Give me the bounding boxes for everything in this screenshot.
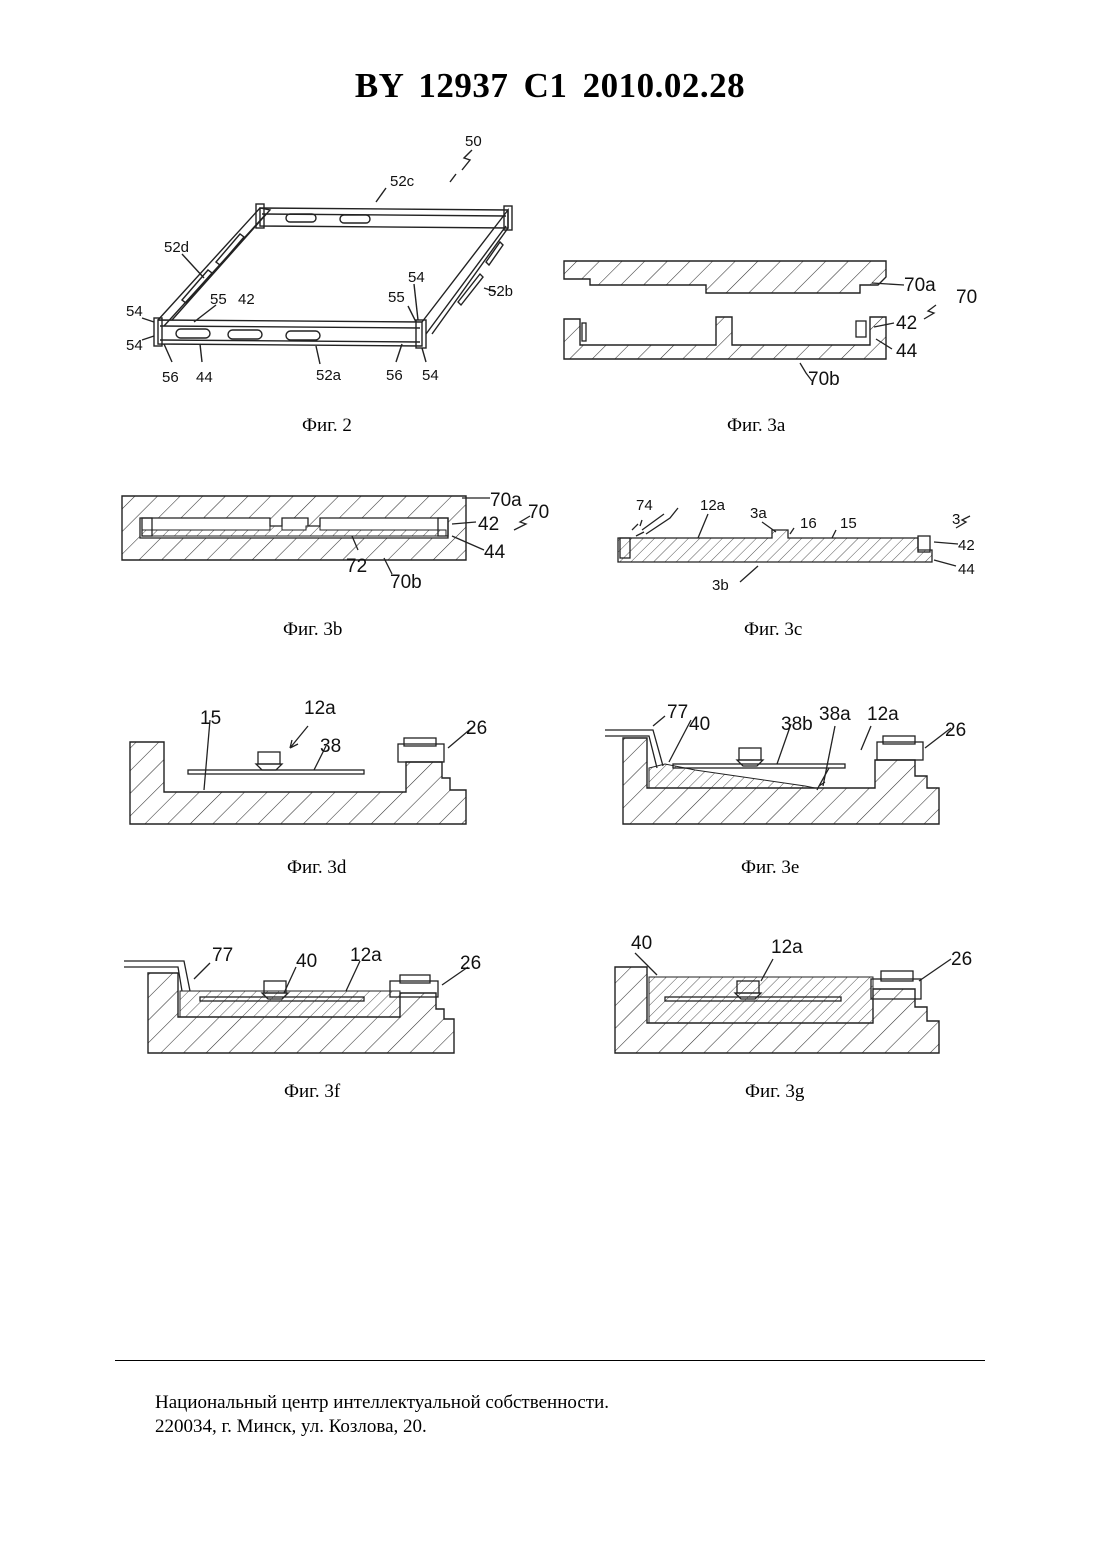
- fig3a-label-70: 70: [956, 287, 977, 308]
- fig3c-label-3a: 3a: [750, 505, 767, 522]
- fig2-label-54: 54: [408, 269, 425, 286]
- fig3e-label-26: 26: [945, 720, 966, 741]
- figure-3c-caption: Фиг. 3c: [744, 619, 802, 641]
- fig3e-label-38a: 38a: [819, 704, 851, 725]
- footer-line-2: 220034, г. Минск, ул. Козлова, 20.: [155, 1415, 609, 1439]
- footer-line-1: Национальный центр интеллектуальной собс…: [155, 1391, 609, 1415]
- fig3b-label-42: 42: [478, 514, 499, 535]
- fig3b-label-44: 44: [484, 542, 506, 563]
- fig3c-label-42: 42: [958, 537, 975, 554]
- fig3c-label-3: 3: [952, 511, 960, 528]
- fig3c-label-15: 15: [840, 515, 857, 532]
- fig3f-label-40: 40: [296, 951, 317, 972]
- fig2-label-50: 50: [465, 133, 482, 150]
- fig2-label-52b: 52b: [488, 283, 513, 300]
- fig3a-label-70b: 70b: [808, 369, 840, 390]
- fig3a-label-44: 44: [896, 341, 918, 362]
- fig2-label-54: 54: [126, 337, 143, 354]
- fig2-label-42: 42: [238, 291, 255, 308]
- figure-3b-mold-closed: 70a 42 70 44 72 70b: [120, 488, 560, 598]
- fig3a-label-70a: 70a: [904, 275, 936, 296]
- fig3e-label-12a: 12a: [867, 704, 899, 725]
- fig2-label-44: 44: [196, 369, 213, 386]
- figure-3f-filling-mid: 77 40 12a 26: [120, 935, 510, 1060]
- fig2-label-54: 54: [126, 303, 143, 320]
- patent-header: BY 12937 C1 2010.02.28: [0, 66, 1100, 106]
- fig3e-label-40: 40: [689, 714, 710, 735]
- fig3d-label-15: 15: [200, 708, 221, 729]
- fig2-label-52d: 52d: [164, 239, 189, 256]
- fig3e-label-38b: 38b: [781, 714, 813, 735]
- fig3b-label-70b: 70b: [390, 572, 422, 593]
- fig3c-label-3b: 3b: [712, 577, 729, 594]
- figure-3e-filling-start: 77 40 38b 38a 12a 26: [605, 690, 995, 830]
- fig3e-label-77: 77: [667, 702, 688, 723]
- fig3d-label-26: 26: [466, 718, 487, 739]
- fig3g-label-40: 40: [631, 933, 652, 954]
- figure-3f-caption: Фиг. 3f: [284, 1081, 340, 1103]
- fig3c-label-44: 44: [958, 561, 975, 578]
- fig2-label-52c: 52c: [390, 173, 415, 190]
- fig2-label-55: 55: [210, 291, 227, 308]
- footer: Национальный центр интеллектуальной собс…: [155, 1391, 609, 1439]
- fig3c-label-16: 16: [800, 515, 817, 532]
- figure-3e-caption: Фиг. 3e: [741, 857, 799, 879]
- figure-3g-filled: 40 12a 26: [605, 925, 995, 1060]
- figure-3a-mold-open: 70a 70 42 44 70b: [560, 255, 980, 400]
- fig3d-label-38: 38: [320, 736, 341, 757]
- figure-2-frame-drawing: 50 52c 52d 52b 52a 54 54 54 54 55 55 42 …: [120, 130, 540, 400]
- fig2-label-56: 56: [386, 367, 403, 384]
- fig3g-label-26: 26: [951, 949, 972, 970]
- fig3b-label-70a: 70a: [490, 490, 522, 511]
- figure-3a-caption: Фиг. 3a: [727, 415, 785, 437]
- figure-2-caption: Фиг. 2: [302, 415, 352, 437]
- fig3a-label-42: 42: [896, 313, 917, 334]
- fig3b-label-70: 70: [528, 502, 549, 523]
- fig3c-label-12a: 12a: [700, 497, 726, 514]
- fig3f-label-77: 77: [212, 945, 233, 966]
- fig2-label-56: 56: [162, 369, 179, 386]
- fig3d-label-12a: 12a: [304, 698, 336, 719]
- figure-3g-caption: Фиг. 3g: [745, 1081, 804, 1103]
- fig3b-label-72: 72: [346, 556, 367, 577]
- fig2-label-54: 54: [422, 367, 439, 384]
- fig2-label-52a: 52a: [316, 367, 342, 384]
- fig2-label-55: 55: [388, 289, 405, 306]
- fig3f-label-12a: 12a: [350, 945, 382, 966]
- footer-divider: [115, 1360, 985, 1361]
- fig3g-label-12a: 12a: [771, 937, 803, 958]
- fig3f-label-26: 26: [460, 953, 481, 974]
- fig3c-label-74: 74: [636, 497, 653, 514]
- figure-3b-caption: Фиг. 3b: [283, 619, 342, 641]
- figure-3d-caption: Фиг. 3d: [287, 857, 346, 879]
- figure-3c-molded-part: 74 12a 3a 16 15 3 42 44 3b: [612, 490, 992, 600]
- figure-3d-insert-placement: 15 12a 38 26: [120, 690, 510, 830]
